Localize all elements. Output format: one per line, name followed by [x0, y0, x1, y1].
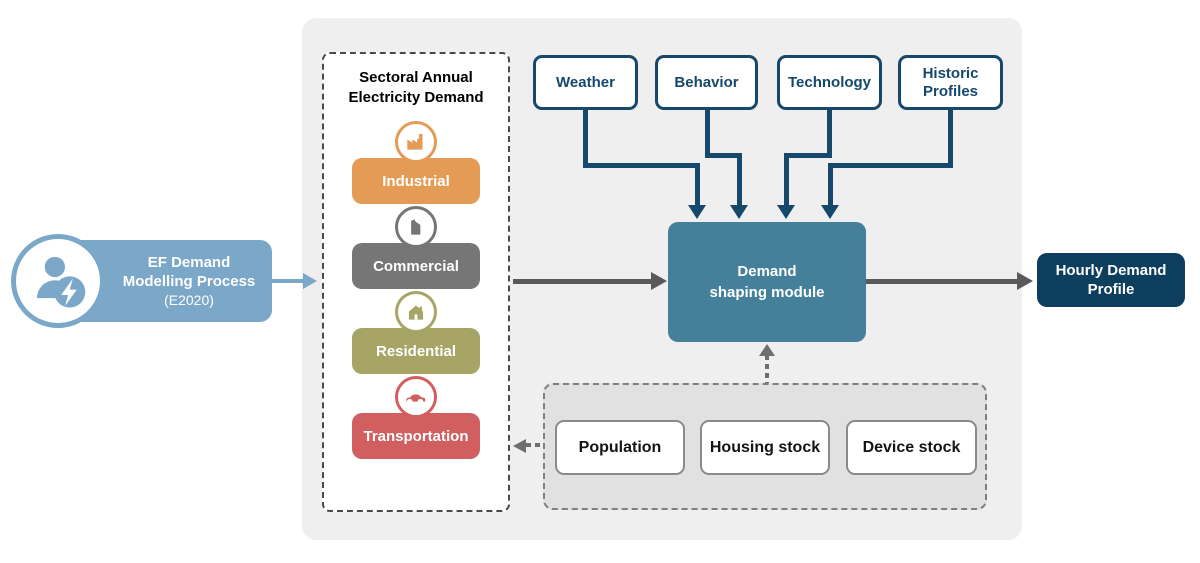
source-subtitle: (E2020) — [164, 291, 214, 308]
source-title-line2: Modelling Process — [122, 272, 256, 290]
input-device-stock: Device stock — [846, 420, 977, 475]
connector-weather-h — [583, 163, 700, 168]
input-historic-profiles-label: Historic Profiles — [922, 64, 979, 100]
module-label-line1: Demand — [737, 263, 797, 280]
output-hourly-demand-profile: Hourly Demand Profile — [1037, 253, 1185, 307]
connector-historic-arrowhead — [821, 205, 839, 219]
sector-commercial-label: Commercial — [373, 257, 459, 275]
connector-historic-v2 — [828, 163, 833, 207]
dotted-arrow-group-to-sectoral-shaft — [526, 443, 543, 447]
input-population: Population — [555, 420, 685, 475]
output-label-line1: Hourly Demand — [1055, 262, 1167, 279]
connector-technology-v2 — [784, 153, 789, 207]
input-population-label: Population — [578, 438, 662, 456]
input-housing-stock-label: Housing stock — [709, 438, 821, 456]
connector-historic-v1 — [948, 110, 953, 168]
connector-weather-v2 — [695, 163, 700, 207]
module-label-line2: shaping module — [709, 284, 825, 301]
sector-residential-label: Residential — [375, 342, 457, 360]
sector-industrial: Industrial — [352, 158, 480, 204]
connector-technology-h — [784, 153, 832, 158]
connector-weather-arrowhead — [688, 205, 706, 219]
output-label-line2: Profile — [1087, 281, 1135, 298]
connector-behavior-h — [705, 153, 742, 158]
input-weather: Weather — [533, 55, 638, 110]
connector-behavior-v2 — [737, 153, 742, 207]
sectoral-title: Sectoral Annual Electricity Demand — [322, 68, 510, 108]
sectoral-title-line2: Electricity Demand — [348, 89, 484, 106]
house-icon — [395, 291, 437, 333]
input-technology-label: Technology — [787, 73, 872, 91]
connector-technology-v1 — [827, 110, 832, 158]
input-device-stock-label: Device stock — [862, 438, 961, 456]
arrow-module-to-output-head — [1017, 272, 1033, 290]
arrow-source-to-sectoral-shaft — [270, 279, 304, 283]
input-behavior: Behavior — [655, 55, 758, 110]
sectoral-title-line1: Sectoral Annual — [359, 69, 473, 86]
arrow-module-to-output-shaft — [866, 279, 1018, 284]
input-historic-profiles: Historic Profiles — [898, 55, 1003, 110]
input-behavior-label: Behavior — [674, 73, 739, 91]
sector-industrial-label: Industrial — [382, 172, 450, 190]
input-technology: Technology — [777, 55, 882, 110]
connector-weather-v1 — [583, 110, 588, 168]
factory-icon — [395, 121, 437, 163]
connector-historic-h — [828, 163, 953, 168]
sector-transportation-label: Transportation — [363, 427, 469, 445]
sector-commercial: Commercial — [352, 243, 480, 289]
input-weather-label: Weather — [556, 73, 615, 91]
office-building-icon — [395, 206, 437, 248]
source-title-line1: EF Demand — [147, 253, 231, 271]
person-energy-icon — [11, 234, 105, 328]
connector-technology-arrowhead — [777, 205, 795, 219]
arrow-sectoral-to-module-head — [651, 272, 667, 290]
dotted-arrow-group-to-module-head — [759, 344, 775, 356]
connector-behavior-v1 — [705, 110, 710, 158]
dotted-arrow-group-to-sectoral-head — [513, 439, 526, 453]
demand-shaping-module: Demand shaping module — [668, 222, 866, 342]
connector-behavior-arrowhead — [730, 205, 748, 219]
arrow-source-to-sectoral-head — [303, 273, 317, 289]
car-icon — [395, 376, 437, 418]
arrow-sectoral-to-module-shaft — [513, 279, 652, 284]
input-housing-stock: Housing stock — [700, 420, 830, 475]
dotted-arrow-group-to-module-shaft — [765, 355, 769, 383]
sector-residential: Residential — [352, 328, 480, 374]
sector-transportation: Transportation — [352, 413, 480, 459]
